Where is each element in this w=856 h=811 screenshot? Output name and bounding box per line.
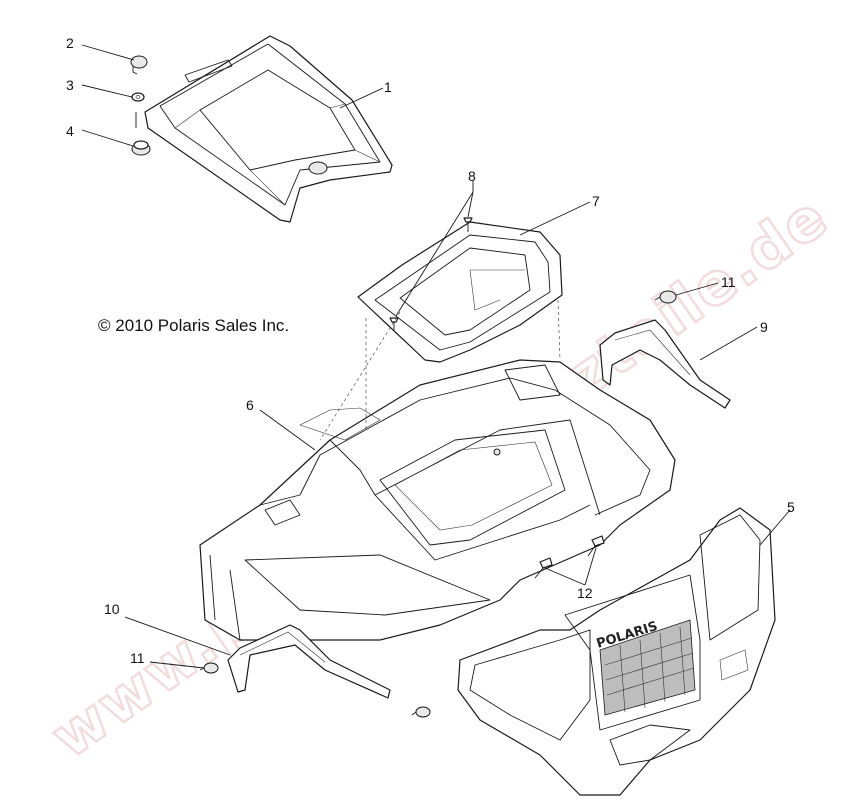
part-7-storage-tray — [357, 221, 563, 363]
part-2-cap — [130, 55, 148, 75]
alignment-lines — [319, 299, 561, 441]
part-1-storage-lid — [144, 35, 393, 223]
callout-1: 1 — [384, 79, 392, 95]
callout-4: 4 — [66, 123, 74, 139]
callout-3: 3 — [66, 77, 74, 93]
callout-8: 8 — [468, 168, 476, 184]
callout-7: 7 — [592, 193, 600, 209]
callouts: 2 3 4 1 8 7 11 9 6 5 12 10 11 — [66, 35, 795, 666]
part-11-rivet-upper — [654, 290, 677, 304]
callout-9: 9 — [760, 319, 768, 335]
callout-5: 5 — [787, 499, 795, 515]
part-5-front-fascia: POLARIS — [457, 507, 776, 796]
callout-12: 12 — [577, 585, 593, 601]
part-10-fender-trim-left — [227, 624, 391, 699]
callout-2: 2 — [66, 35, 74, 51]
part-6-hood — [199, 359, 676, 641]
copyright-notice: © 2010 Polaris Sales Inc. — [98, 316, 289, 335]
part-12-screws — [534, 535, 605, 579]
callout-11-upper: 11 — [721, 274, 736, 290]
part-9-fender-trim-right — [599, 319, 731, 409]
part-4-grommet — [131, 112, 151, 156]
callout-11-lower: 11 — [130, 650, 145, 666]
callout-10: 10 — [104, 601, 120, 617]
callout-6: 6 — [246, 397, 254, 413]
leader-lines — [81, 44, 791, 669]
part-8-screws — [389, 217, 473, 330]
part-rivet-bottom — [411, 706, 431, 718]
part-3-washer — [131, 92, 145, 102]
